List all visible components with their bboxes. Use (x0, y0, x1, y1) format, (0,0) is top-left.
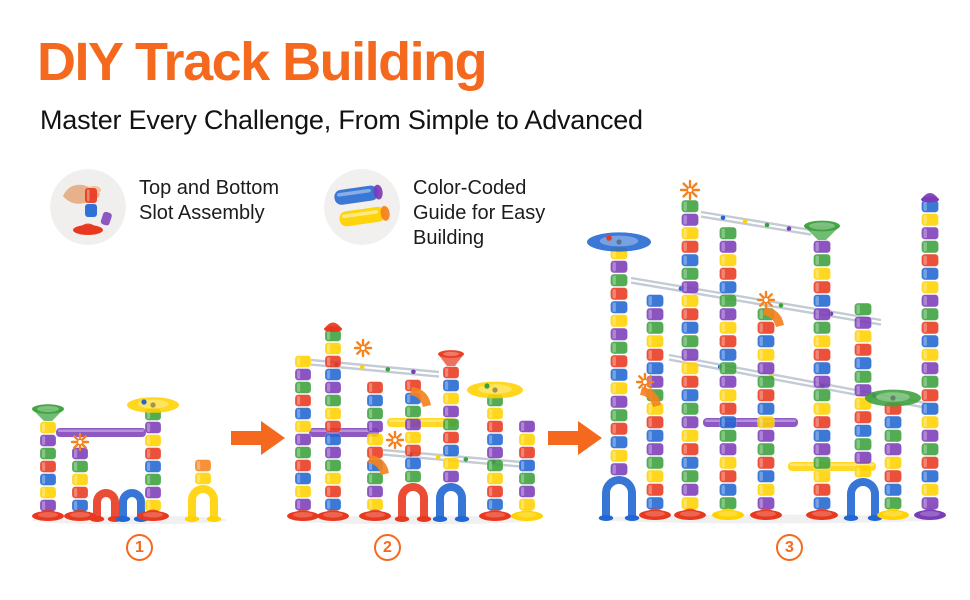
marble-run-1-image (31, 397, 227, 525)
marble-run-stage-1 (22, 372, 237, 525)
feature-slot-assembly: Top and Bottom Slot Assembly (50, 169, 279, 245)
slot-assembly-photo (50, 169, 126, 245)
feature-line: Color-Coded (413, 177, 527, 199)
step-3-number: 3 (785, 538, 794, 556)
marble-run-stage-2 (283, 300, 545, 525)
step-3-badge: 3 (776, 534, 803, 561)
feature-line: Guide for Easy (413, 202, 546, 225)
step-1-number: 1 (135, 538, 144, 556)
feature-slot-assembly-label: Top and Bottom Slot Assembly (139, 169, 279, 226)
step-2-badge: 2 (374, 534, 401, 561)
marble-run-3-image (587, 179, 946, 524)
page-subtitle: Master Every Challenge, From Simple to A… (40, 105, 643, 135)
feature-line: Building (413, 227, 485, 250)
marble-run-stage-3 (583, 160, 953, 524)
step-2-number: 2 (383, 538, 392, 556)
feature-line: Slot Assembly (139, 202, 265, 225)
step-1-badge: 1 (126, 534, 153, 561)
page-title: DIY Track Building (37, 32, 488, 92)
arrow-right-icon (231, 419, 285, 457)
marble-run-2-image (287, 322, 543, 525)
color-coded-tubes-icon (324, 169, 400, 245)
feature-color-coded: Color-Coded Guide for Easy Building (324, 169, 545, 252)
slot-assembly-icon (50, 169, 126, 245)
feature-line: Top and Bottom (139, 177, 280, 199)
arrow-right-icon (548, 419, 602, 457)
color-coded-photo (324, 169, 400, 245)
feature-color-coded-label: Color-Coded Guide for Easy Building (413, 169, 545, 252)
